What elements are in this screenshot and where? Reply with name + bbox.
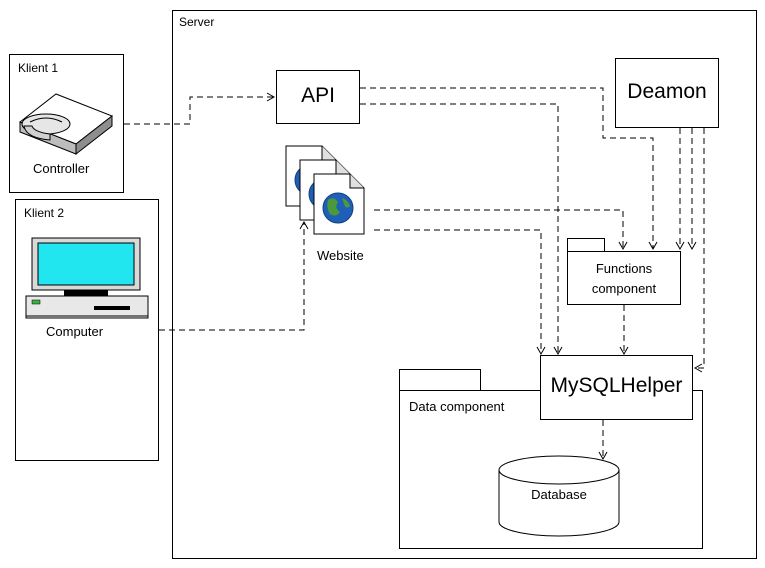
database-label: Database bbox=[531, 487, 587, 502]
website-label: Website bbox=[317, 248, 364, 263]
database-icon bbox=[498, 455, 620, 537]
web-pages-icon bbox=[285, 145, 365, 235]
computer-icon bbox=[25, 237, 149, 319]
api-label: API bbox=[301, 84, 335, 107]
klient1-title: Klient 1 bbox=[18, 61, 59, 75]
functions-label-line2: component bbox=[591, 281, 657, 296]
functions-component-box[interactable] bbox=[567, 251, 681, 305]
data-component-tab bbox=[399, 369, 481, 391]
mysqlhelper-box[interactable] bbox=[540, 355, 693, 420]
klient2-title: Klient 2 bbox=[24, 206, 65, 220]
server-title: Server bbox=[179, 15, 215, 29]
api-box[interactable] bbox=[276, 70, 360, 124]
data-component-label: Data component bbox=[409, 399, 505, 414]
functions-label-line1: Functions bbox=[595, 261, 653, 276]
functions-tab bbox=[567, 238, 605, 252]
computer-label: Computer bbox=[46, 324, 104, 339]
controller-label: Controller bbox=[33, 161, 90, 176]
controller-icon bbox=[19, 93, 113, 156]
mysqlhelper-label: MySQLHelper bbox=[550, 374, 683, 397]
deamon-label: Deamon bbox=[627, 80, 707, 103]
